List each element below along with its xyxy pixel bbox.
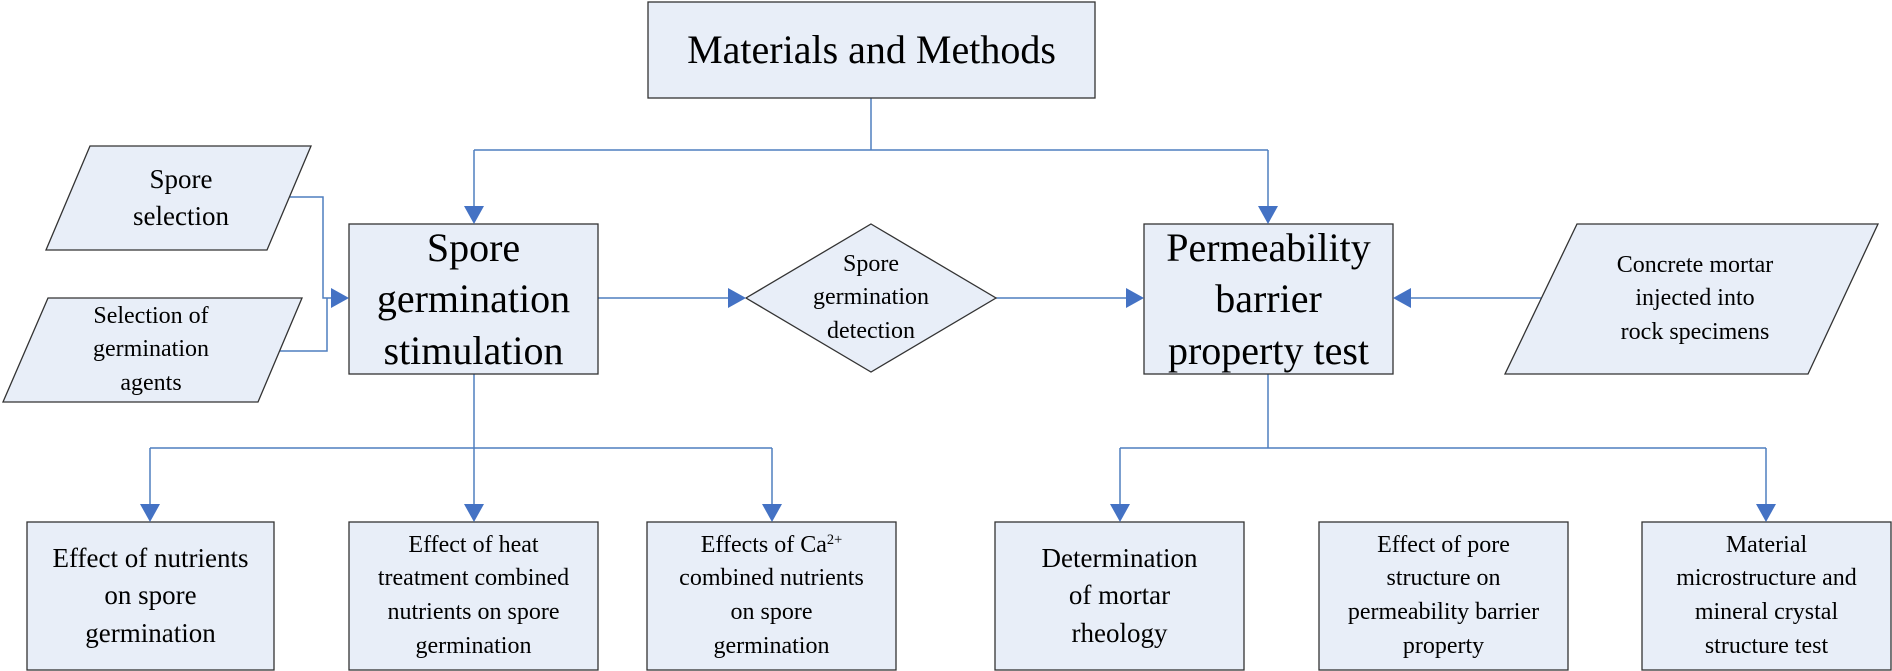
spore-selection-parallelogram [45, 145, 312, 251]
node-permeability-barrier-property-test: Permeability barrier property test [1166, 225, 1371, 373]
detection-diamond [744, 223, 998, 373]
ca-box [646, 521, 897, 671]
arrow-to-ca [762, 504, 782, 522]
node-selection-of-germination-agents: Selection of germination agents [93, 302, 209, 396]
node-spore-germination-detection: Spore germination detection [813, 250, 929, 344]
permeability-box [1143, 223, 1394, 375]
arrow-to-microstructure [1756, 504, 1776, 522]
pore-box [1318, 521, 1569, 671]
line-from-spore-selection [290, 196, 347, 299]
rheology-box [994, 521, 1245, 671]
node-effect-of-heat-treatment: Effect of heat treatment combined nutrie… [377, 531, 570, 659]
effects-ca-suffix: combined nutrients on spore germination [679, 565, 864, 659]
arrow-to-rheology [1110, 504, 1130, 522]
concrete-mortar-parallelogram [1503, 223, 1880, 375]
arrow-to-heat [464, 504, 484, 522]
node-concrete-mortar-injected: Concrete mortar injected into rock speci… [1616, 251, 1774, 345]
arrow-to-stimulation [464, 206, 484, 224]
arrow-to-permeability [1258, 206, 1278, 224]
arrow-into-permeability [1126, 288, 1144, 308]
node-determination-of-mortar-rheology: Determination of mortar rheology [1041, 543, 1198, 648]
arrow-to-nutrients [140, 504, 160, 522]
arrow-from-concrete-mortar [1393, 288, 1411, 308]
node-materials-and-methods: Materials and Methods [687, 27, 1056, 73]
stimulation-box [348, 223, 599, 375]
arrow-into-detection [728, 288, 746, 308]
line-from-germination-agents [279, 298, 328, 352]
node-material-microstructure: Material microstructure and mineral crys… [1676, 531, 1857, 659]
node-spore-germination-stimulation: Spore germination stimulation [376, 225, 571, 373]
effects-ca-prefix: Effects of Ca [700, 531, 827, 558]
node-effect-of-nutrients: Effect of nutrients on spore germination [52, 543, 249, 648]
arrow-into-stimulation [331, 288, 349, 308]
heat-box [348, 521, 599, 671]
node-spore-selection: Spore selection [133, 163, 229, 231]
node-effect-of-pore-structure: Effect of pore structure on permeability… [1347, 531, 1540, 659]
microstructure-box [1641, 521, 1892, 671]
materials-methods-box [647, 1, 1096, 99]
nutrients-box [26, 521, 275, 671]
germination-agents-parallelogram [2, 297, 303, 403]
effects-ca-text: Effects of Ca2+ combined nutrients on sp… [679, 529, 864, 663]
arrow-heads [140, 206, 1776, 522]
node-effects-of-ca-combined-nutrients: Effects of Ca2+ combined nutrients on sp… [647, 522, 896, 670]
ca-superscript: 2+ [826, 531, 843, 548]
